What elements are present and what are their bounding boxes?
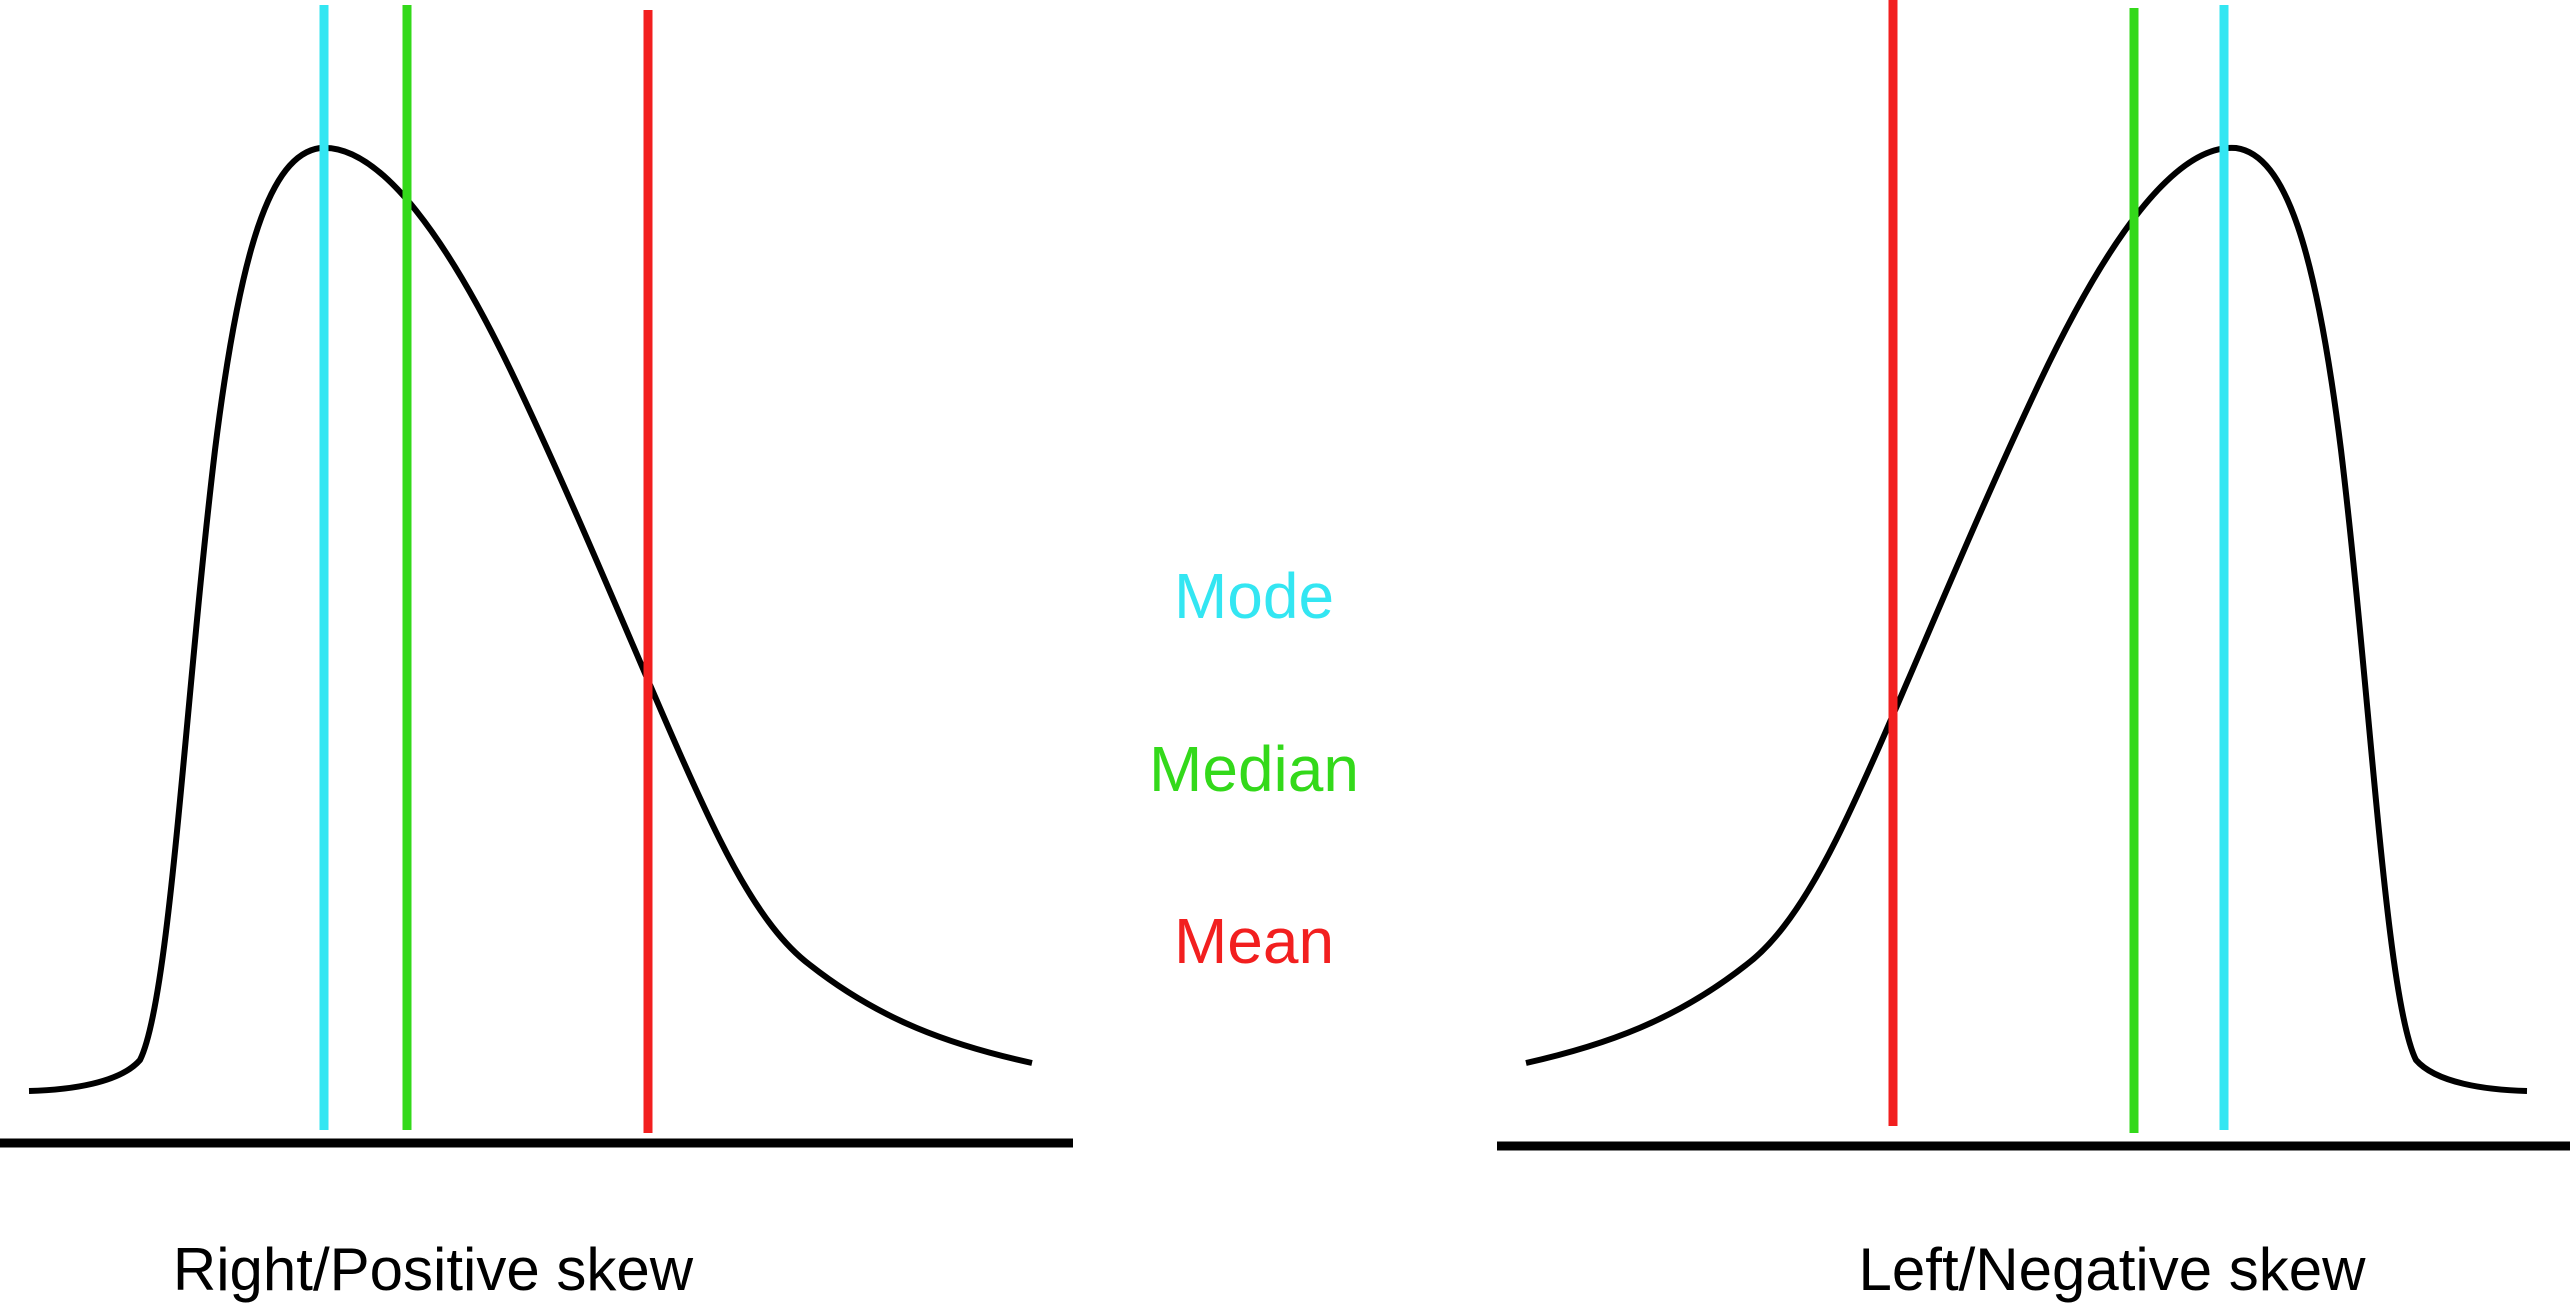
legend-median-label: Median	[1149, 733, 1359, 805]
left-skew-caption: Left/Negative skew	[1859, 1236, 2367, 1303]
legend-mean-label: Mean	[1174, 905, 1334, 977]
right-skew-caption: Right/Positive skew	[173, 1236, 694, 1303]
left-skew-panel: Left/Negative skew	[1497, 0, 2570, 1303]
left-skew-curve	[1525, 144, 2528, 1094]
right-skew-panel: Right/Positive skew	[0, 5, 1073, 1303]
legend: Mode Median Mean	[1149, 560, 1359, 977]
right-skew-curve	[28, 144, 1033, 1094]
legend-mode-label: Mode	[1174, 560, 1334, 632]
